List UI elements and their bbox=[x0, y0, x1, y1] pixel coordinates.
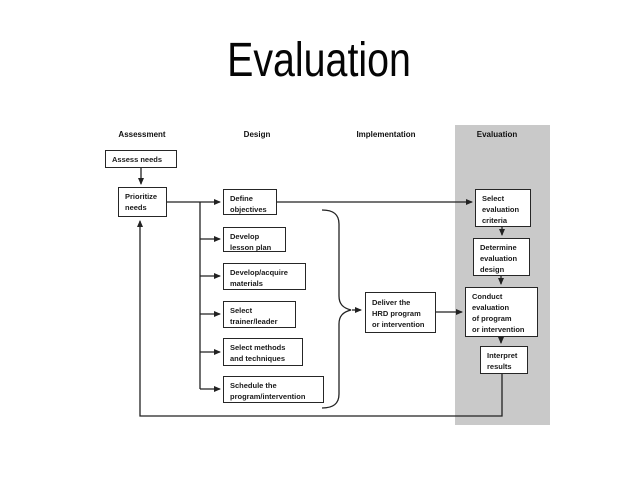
box-prioritize-needs: Prioritize needs bbox=[118, 187, 167, 217]
box-determine-evaluation-design: Determine evaluation design bbox=[473, 238, 530, 276]
box-define-objectives: Define objectives bbox=[223, 189, 277, 215]
phase-header-implementation: Implementation bbox=[356, 130, 416, 139]
phase-header-evaluation: Evaluation bbox=[476, 130, 518, 139]
box-select-methods-techniques: Select methods and techniques bbox=[223, 338, 303, 366]
box-schedule-program-intervention: Schedule the program/intervention bbox=[223, 376, 324, 403]
slide-title: Evaluation bbox=[227, 34, 411, 87]
design-brace bbox=[321, 209, 352, 409]
box-develop-lesson-plan: Develop lesson plan bbox=[223, 227, 286, 252]
phase-header-assessment: Assessment bbox=[118, 130, 166, 139]
box-assess-needs: Assess needs bbox=[105, 150, 177, 168]
box-interpret-results: Interpret results bbox=[480, 346, 528, 374]
box-conduct-evaluation: Conduct evaluation of program or interve… bbox=[465, 287, 538, 337]
phase-header-design: Design bbox=[243, 130, 271, 139]
box-deliver-hrd-program: Deliver the HRD program or intervention bbox=[365, 292, 436, 333]
box-develop-acquire-materials: Develop/acquire materials bbox=[223, 263, 306, 290]
box-select-evaluation-criteria: Select evaluation criteria bbox=[475, 189, 531, 227]
box-select-trainer-leader: Select trainer/leader bbox=[223, 301, 296, 328]
